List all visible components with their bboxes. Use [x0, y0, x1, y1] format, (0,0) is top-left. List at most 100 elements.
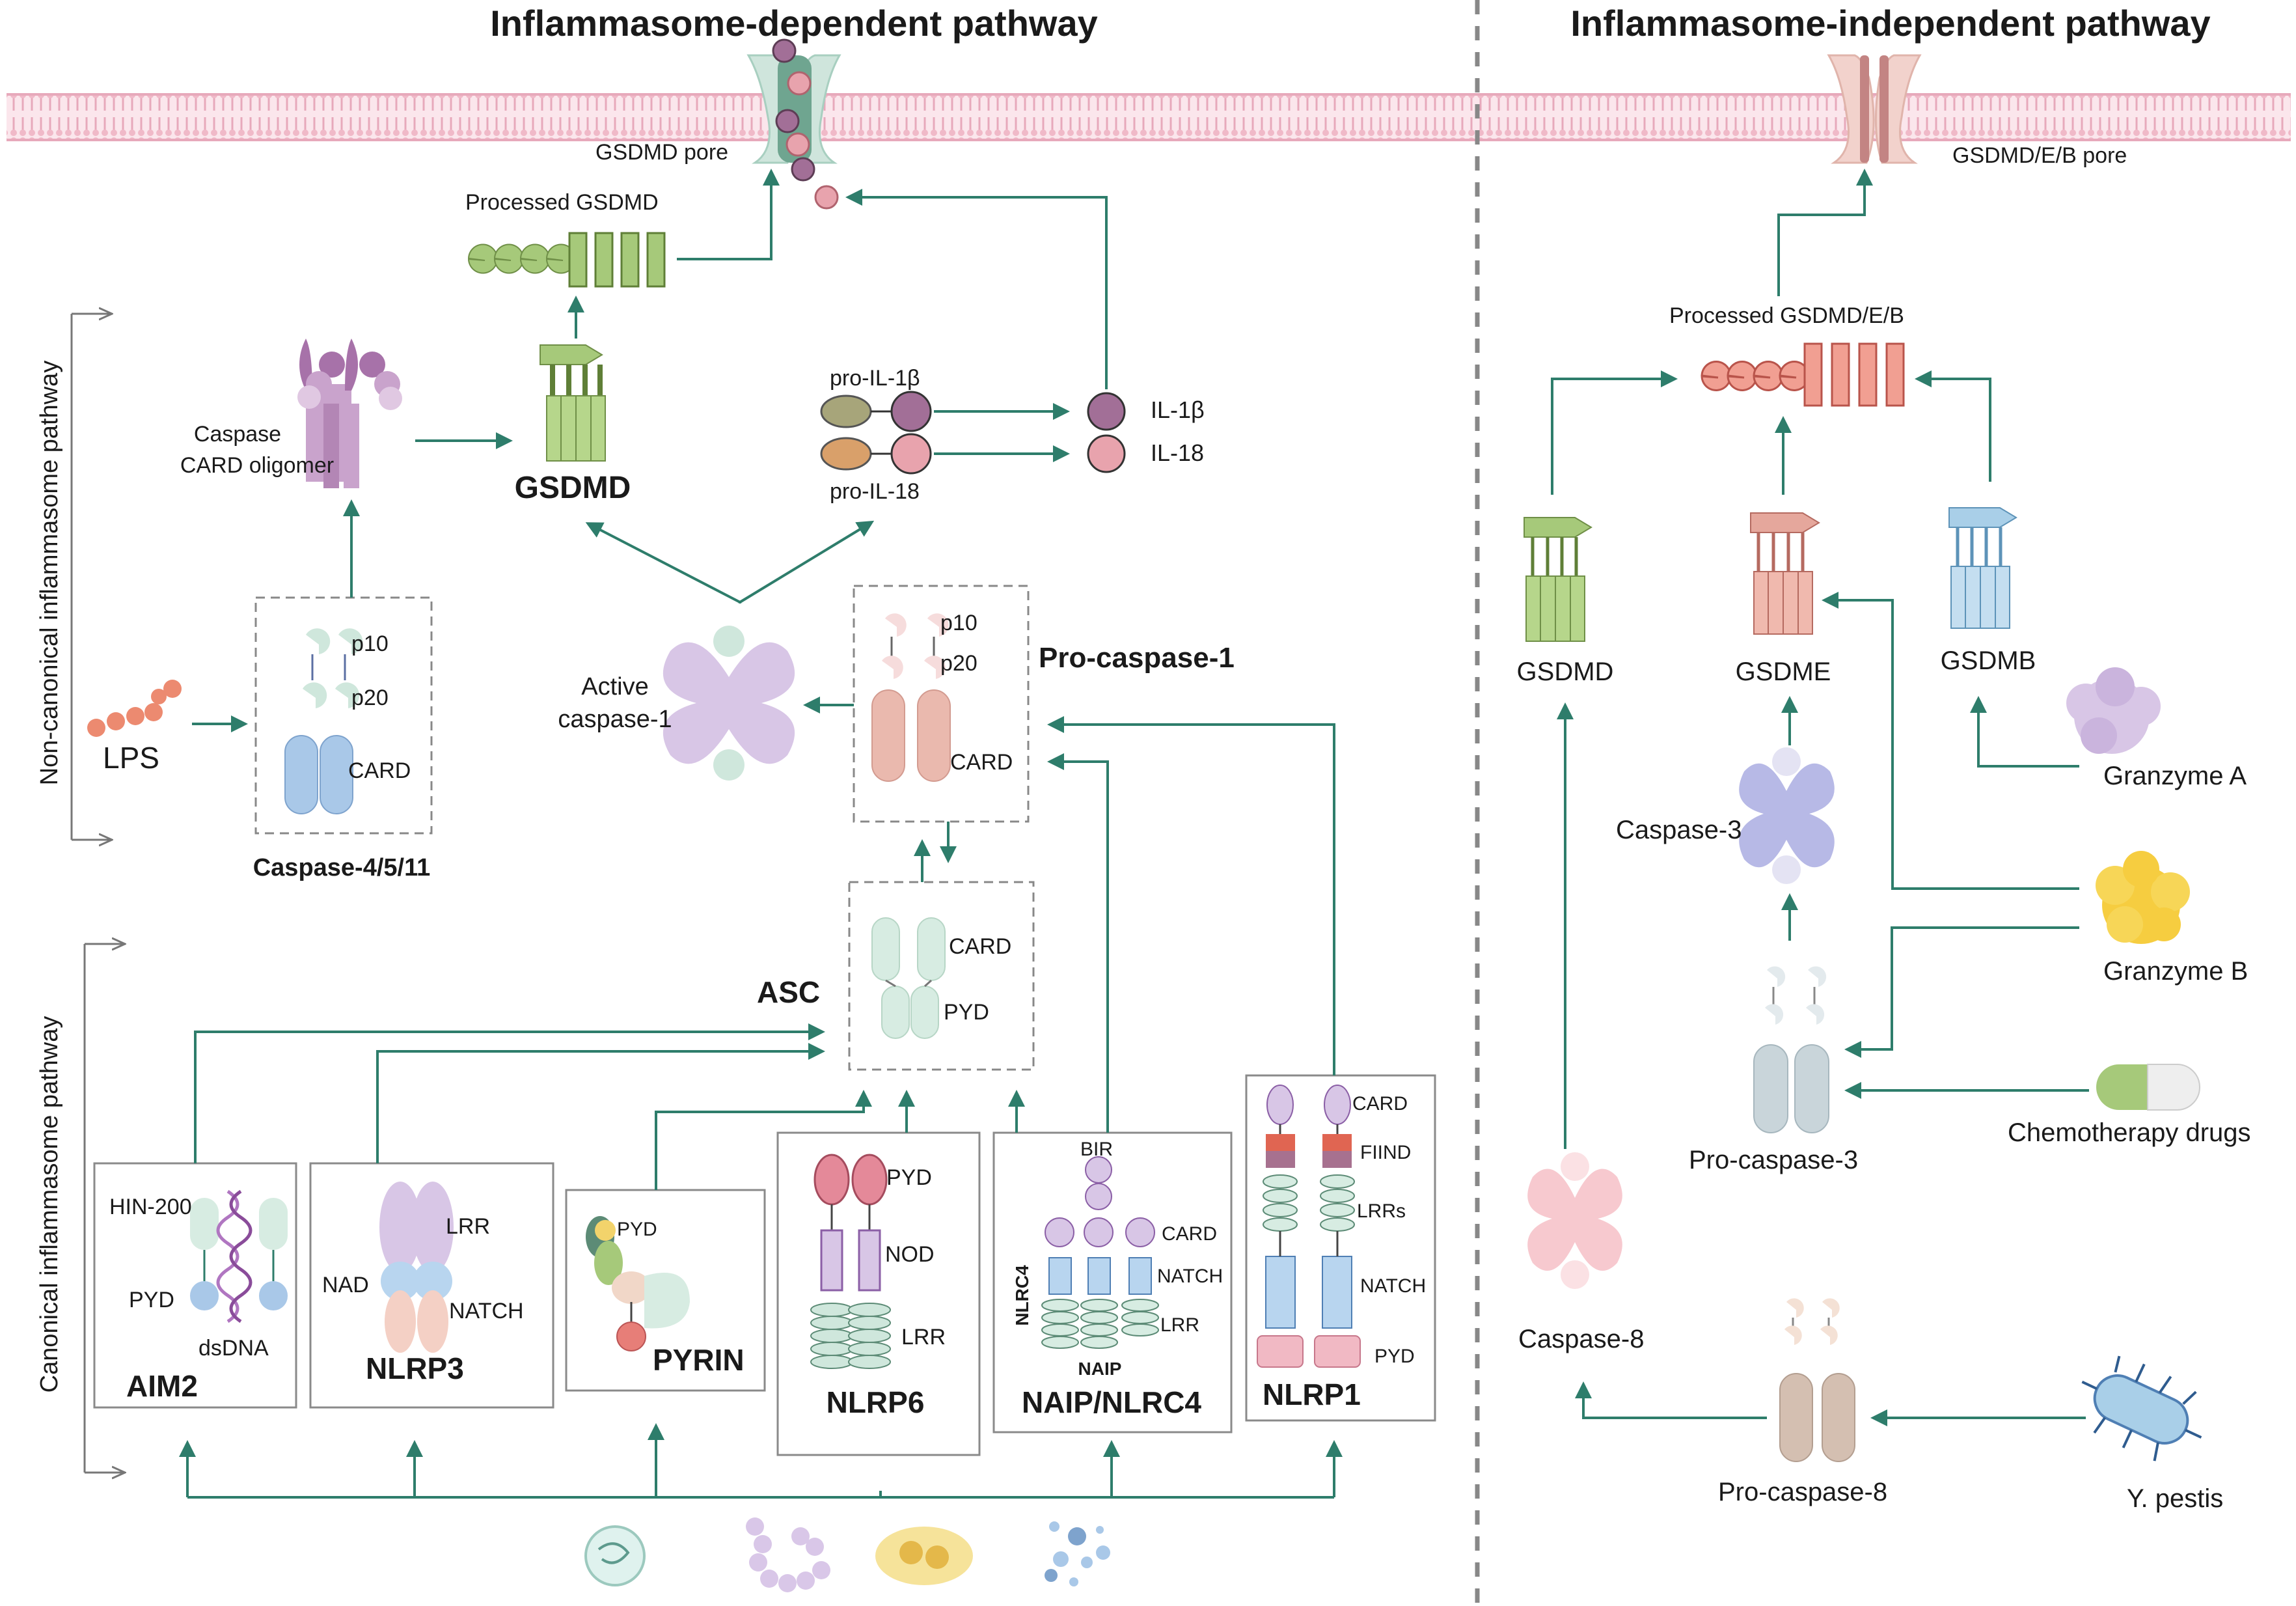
particles-icon: [1045, 1521, 1110, 1586]
casp4-card-label: CARD: [348, 758, 411, 783]
active-caspase-1-label-2: caspase-1: [558, 706, 672, 733]
gsdm-deb-n-fragments-icon: [1701, 361, 1810, 391]
nlrp1-fiind-label: FIIND: [1360, 1142, 1411, 1163]
granzyme-a-icon: [2066, 667, 2161, 754]
il1b-icon: [1087, 392, 1126, 431]
canonical-bracket: [83, 944, 124, 1473]
nlrp3-icon: [379, 1182, 454, 1353]
released-il18: [814, 185, 839, 210]
caspase-8-icon: [1527, 1152, 1622, 1289]
caspase-3-label: Caspase-3: [1616, 816, 1742, 844]
active-caspase-1-label-1: Active: [581, 673, 648, 700]
asc-pyd-label: PYD: [944, 1000, 989, 1025]
gsdm-eb-pore-icon: [1827, 54, 1922, 164]
granzyme-b-label: Granzyme B: [2103, 957, 2248, 986]
noncanonical-bracket: [70, 314, 111, 840]
virus-icon: [584, 1525, 646, 1586]
nlrp1-natch-label: NATCH: [1360, 1275, 1426, 1297]
gsdmd-full-length-icon: [540, 344, 606, 462]
pro-caspase-8-icon: [1779, 1298, 1855, 1462]
casp4-p10-label: p10: [351, 631, 389, 656]
pore-il1b-1: [772, 38, 797, 63]
nlrp1-label: NLRP1: [1263, 1378, 1361, 1411]
pro-caspase-1-icon: [871, 613, 951, 782]
gsdmd-n-fragments-icon: [467, 243, 576, 274]
naip-card-label: CARD: [1162, 1223, 1217, 1245]
pore-il1b-2: [775, 109, 800, 133]
pyrin-label: PYRIN: [653, 1343, 745, 1377]
granzyme-b-icon: [2096, 851, 2190, 944]
nlrp6-nod-label: NOD: [885, 1242, 935, 1267]
gsdmd-pore-icon: [746, 38, 841, 210]
nlrp6-pyd-label: PYD: [886, 1165, 932, 1190]
casp4-p20-label: p20: [351, 685, 389, 710]
gsdmb-icon: [1948, 507, 2017, 629]
gsdmd-label: GSDMD: [515, 471, 631, 505]
gsdmd-c-fragments-icon: [568, 232, 666, 288]
gsdm-deb-c-fragments-icon: [1803, 342, 1905, 407]
caspase-4-5-11-icon: [284, 628, 363, 814]
nlrp3-natch-label: NATCH: [449, 1299, 524, 1323]
nlrp6-box: [776, 1131, 981, 1456]
gsdme-icon: [1750, 512, 1820, 635]
nlrp6-label: NLRP6: [827, 1385, 925, 1419]
asc-label: ASC: [757, 975, 820, 1009]
procasp1-p20-label: p20: [940, 651, 977, 676]
nlrp6-lrr-label: LRR: [901, 1325, 946, 1350]
granzyme-a-label: Granzyme A: [2103, 762, 2247, 790]
released-il1b: [791, 157, 815, 182]
lps-label: LPS: [103, 741, 159, 775]
pyrin-icon: [586, 1216, 690, 1351]
chemotherapy-pill-icon: [2096, 1064, 2200, 1111]
cell-membrane: [7, 93, 2291, 141]
processed-gsdm-deb-label: Processed GSDMD/E/B: [1669, 303, 1904, 328]
caspase-4-5-11-label: Caspase-4/5/11: [253, 854, 431, 881]
gsdm-eb-pore-label: GSDMD/E/B pore: [1952, 143, 2127, 168]
aim2-hin200-label: HIN-200: [109, 1195, 192, 1219]
pro-caspase-8-label: Pro-caspase-8: [1718, 1478, 1887, 1506]
naip-natch-label: NATCH: [1157, 1266, 1223, 1287]
naip-label: NAIP: [1078, 1359, 1122, 1379]
procasp1-p10-label: p10: [940, 611, 977, 635]
aim2-icon: [190, 1189, 288, 1323]
processed-gsdmd-label: Processed GSDMD: [465, 190, 659, 215]
independent-pathway-title: Inflammasome-independent pathway: [1570, 3, 2210, 44]
aim2-label: AIM2: [126, 1369, 198, 1403]
pro-il1b-icon: [820, 391, 932, 432]
nlrp3-label: NLRP3: [366, 1351, 464, 1385]
pro-il1b-label: pro-IL-1β: [830, 366, 920, 391]
nlrp3-lrr-label: LRR: [446, 1214, 490, 1239]
gsdmd-right-label: GSDMD: [1517, 658, 1614, 686]
naip-nlrc4-box: [992, 1131, 1233, 1433]
il18-label: IL-18: [1151, 439, 1204, 466]
pyrin-pyd-label: PYD: [617, 1219, 657, 1240]
caspase-card-oligomer-icon: [297, 339, 402, 488]
gsdmd-right-icon: [1524, 517, 1592, 642]
gsdmb-label: GSDMB: [1941, 646, 2036, 675]
pro-il18-icon: [820, 433, 932, 475]
naip-lrr-label: LRR: [1160, 1314, 1199, 1336]
pro-caspase-1-label: Pro-caspase-1: [1039, 642, 1235, 674]
pro-il18-label: pro-IL-18: [830, 479, 920, 504]
canonical-pathway-label: Canonical inflammasome pathway: [36, 1016, 63, 1393]
naip-nlrc4-label: NAIP/NLRC4: [1022, 1385, 1201, 1419]
nlrp1-pyd-label: PYD: [1374, 1346, 1415, 1367]
fungus-icon: [875, 1527, 973, 1585]
caspase-card-oligomer-label-1: Caspase: [194, 422, 281, 447]
caspase-card-oligomer-label-2: CARD oligomer: [180, 453, 334, 478]
il1b-label: IL-1β: [1151, 396, 1205, 423]
nlrp1-lrrs-label: LRRs: [1357, 1200, 1406, 1222]
caspase-8-label: Caspase-8: [1518, 1325, 1644, 1353]
nlrp1-card-label: CARD: [1352, 1093, 1408, 1115]
aim2-pyd-label: PYD: [129, 1288, 174, 1312]
nlrp1-box: [1245, 1074, 1436, 1422]
right-arrows: [1551, 169, 2089, 1426]
asc-icon: [871, 917, 946, 1039]
asc-card-label: CARD: [949, 934, 1011, 959]
nlrp6-icon: [810, 1154, 891, 1369]
gsdme-label: GSDME: [1736, 658, 1831, 686]
procasp1-card-label: CARD: [950, 750, 1013, 775]
dependent-pathway-title: Inflammasome-dependent pathway: [490, 3, 1098, 44]
il18-icon: [1087, 434, 1126, 473]
